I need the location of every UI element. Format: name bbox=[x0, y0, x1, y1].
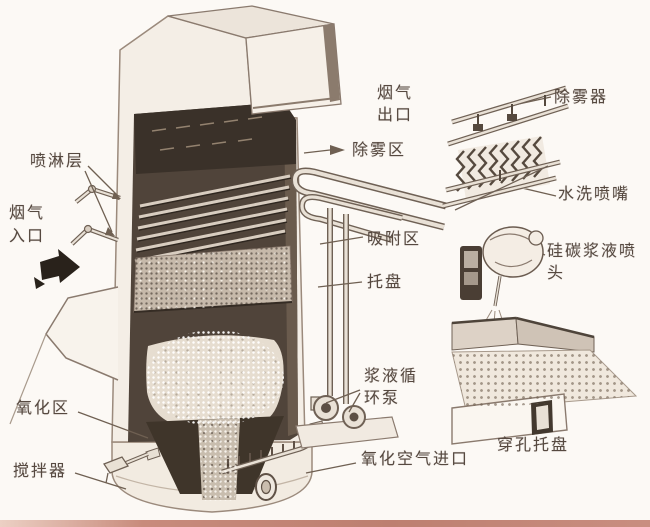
inlet-duct bbox=[9, 286, 119, 425]
label-water-wash-nozzle: 水洗喷嘴 bbox=[558, 184, 631, 203]
perforated-tray-detail bbox=[451, 316, 638, 445]
label-oxidation-air-inlet: 氧化空气进口 bbox=[361, 449, 470, 468]
label-flue-gas-outlet-line1: 烟气 bbox=[377, 83, 414, 102]
manhole bbox=[255, 473, 277, 501]
label-perforated-tray: 穿孔托盘 bbox=[497, 435, 570, 454]
label-absorption-zone: 吸附区 bbox=[367, 229, 422, 248]
label-sic-nozzle-line2: 头 bbox=[547, 263, 566, 282]
agitator-device bbox=[103, 452, 149, 484]
demister-zone-hatch bbox=[151, 116, 263, 151]
label-sic-nozzle-line1: 硅碳浆液喷 bbox=[547, 241, 638, 260]
demister-detail bbox=[442, 85, 569, 211]
sic-nozzle-detail bbox=[460, 226, 544, 325]
slurry-pool bbox=[146, 335, 284, 429]
label-spray-layer: 喷淋层 bbox=[30, 151, 85, 170]
label-flue-gas-inlet-line1: 烟气 bbox=[9, 203, 46, 222]
label-flue-gas-outlet-line2: 出口 bbox=[377, 105, 414, 124]
flue-gas-inlet-arrow bbox=[34, 249, 80, 289]
label-slurry-pump-line1: 浆液循 bbox=[364, 366, 419, 385]
label-slurry-pump-line2: 环泵 bbox=[364, 388, 401, 407]
circulation-pumps bbox=[295, 395, 399, 449]
label-agitator: 搅拌器 bbox=[13, 461, 68, 480]
label-demister-detail: 除雾器 bbox=[554, 87, 609, 106]
label-flue-gas-inlet-line2: 入口 bbox=[9, 226, 46, 245]
spray-headers bbox=[70, 184, 121, 246]
label-oxidation-zone: 氧化区 bbox=[16, 398, 71, 417]
external-piping bbox=[291, 167, 447, 449]
label-demister-zone: 除雾区 bbox=[352, 140, 407, 159]
label-tray: 托盘 bbox=[367, 272, 404, 291]
